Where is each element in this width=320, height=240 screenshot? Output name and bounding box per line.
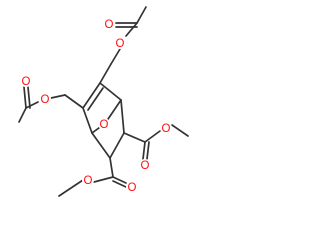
svg-text:O: O xyxy=(162,123,171,135)
bond-right-co-double-a xyxy=(142,141,146,160)
bond-left-ch2-ring xyxy=(64,94,84,109)
bond-ring-top-bridgehead xyxy=(99,82,122,101)
atom-oxygen-carbonyl-left: O xyxy=(20,75,32,88)
bond-top-carbonyl-c-o xyxy=(125,22,138,37)
bond-bottom-co-double-a xyxy=(112,176,127,184)
atom-oxygen-ester-left: O xyxy=(39,93,51,106)
bond-left-co-double-a xyxy=(23,86,27,109)
bond-ring-double-a xyxy=(82,82,101,109)
svg-text:O: O xyxy=(116,38,125,50)
atom-oxygen-methoxy-right: O xyxy=(160,122,172,135)
bond-ring-lower-right xyxy=(109,132,125,159)
molecule-structure: O O O O O O O O O xyxy=(18,6,189,197)
bond-bottom-o-methyl xyxy=(58,179,84,197)
svg-text:O: O xyxy=(84,175,93,187)
atom-oxygen-methoxy-bottom: O xyxy=(82,174,94,187)
bond-left-methyl xyxy=(18,107,27,123)
atom-oxygen-carbonyl-bottom: O xyxy=(126,181,138,194)
bond-bottom-c-o xyxy=(93,176,114,183)
atom-oxygen-ester-top: O xyxy=(114,37,126,50)
bond-left-carbonyl-c-o xyxy=(25,101,39,109)
bond-ring-left-bridgehead xyxy=(82,107,93,134)
bond-right-c-o xyxy=(144,130,161,143)
bond-right-o-methyl xyxy=(171,124,189,137)
bond-bottom-ester-c xyxy=(109,157,114,178)
svg-text:O: O xyxy=(41,94,50,106)
svg-text:O: O xyxy=(22,76,31,88)
svg-text:O: O xyxy=(105,19,114,31)
atom-oxygen-carbonyl-top: O xyxy=(103,18,115,31)
svg-text:O: O xyxy=(141,160,150,172)
svg-text:O: O xyxy=(128,182,137,194)
atom-oxygen-carbonyl-right: O xyxy=(139,159,151,172)
atom-oxygen-bridge: O xyxy=(98,118,110,131)
bond-bottom-co-double-b xyxy=(112,180,127,188)
bond-left-co-double-b xyxy=(27,86,31,109)
bond-right-ester-c xyxy=(123,132,146,143)
bond-top-o-ch2 xyxy=(110,48,121,65)
bond-top-methyl xyxy=(136,6,147,24)
bond-ring-right-side xyxy=(120,99,125,134)
svg-text:O: O xyxy=(100,119,109,131)
bond-left-o-ch2 xyxy=(50,94,66,99)
bond-ring-double-b xyxy=(87,87,104,111)
bond-top-ch2-ring xyxy=(99,63,112,84)
bond-right-co-double-b xyxy=(146,141,150,160)
bond-ring-lower-left xyxy=(91,132,111,159)
